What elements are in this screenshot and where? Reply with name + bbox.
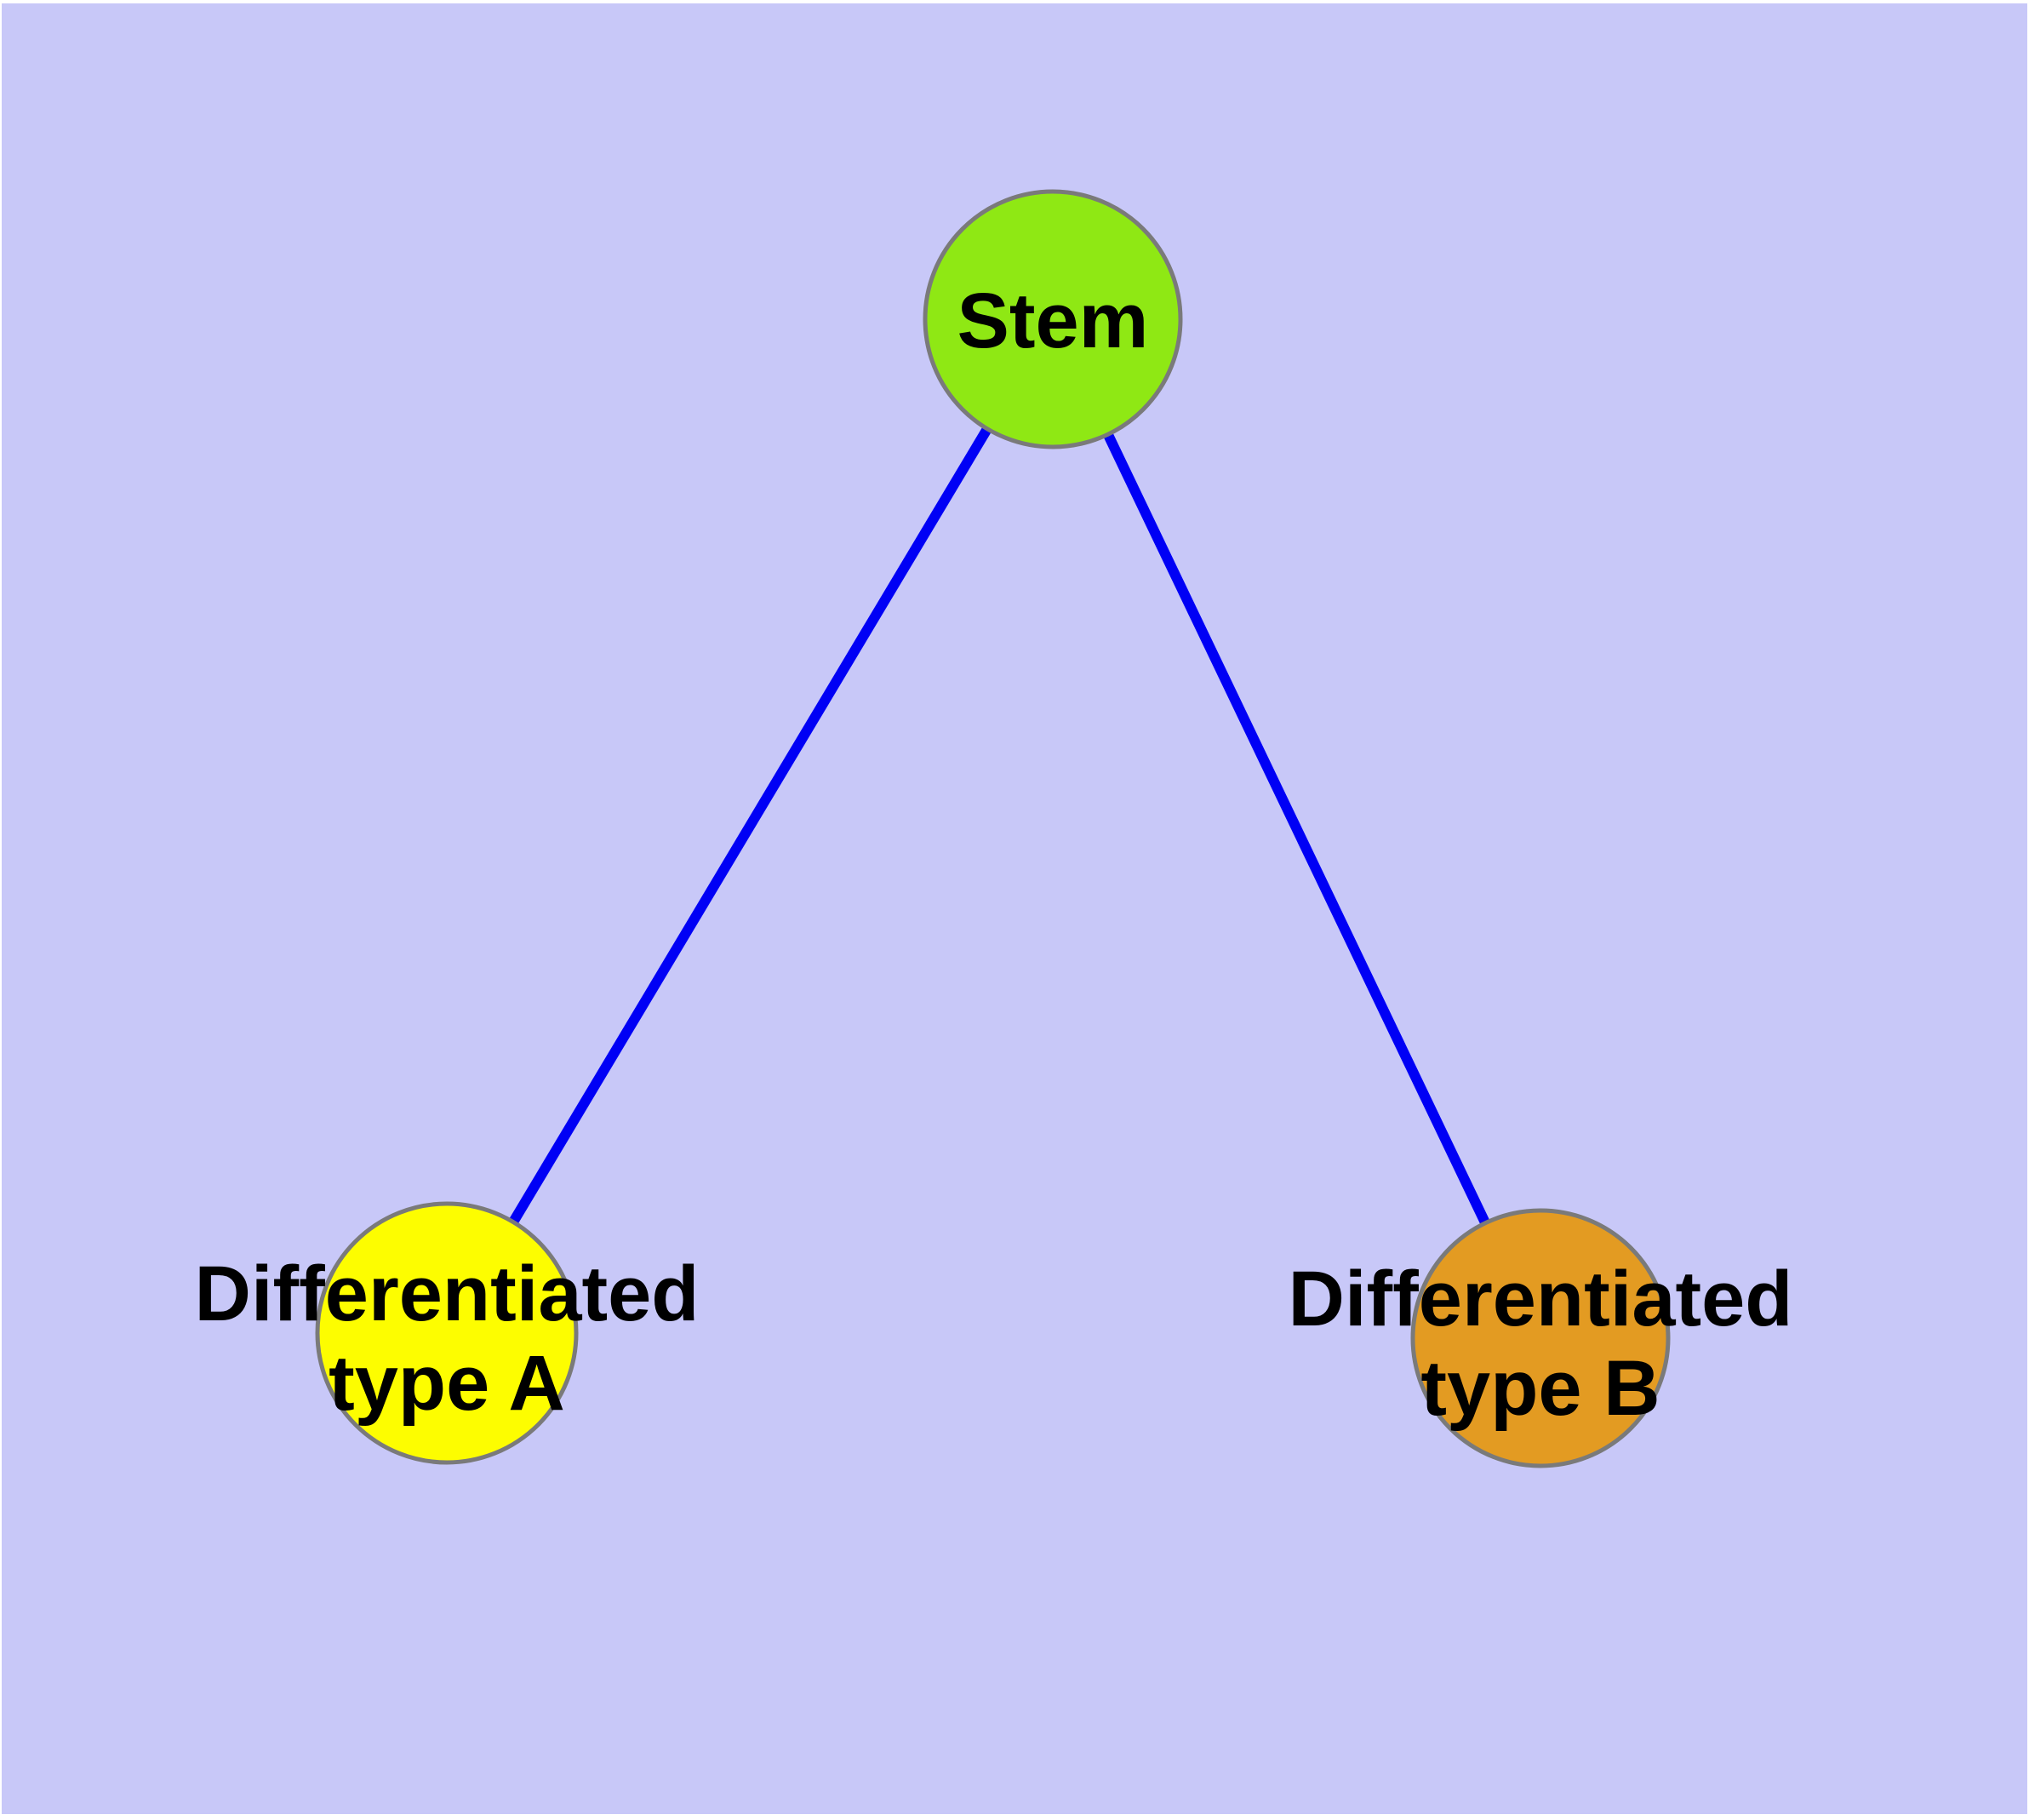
node-stem-label: Stem xyxy=(957,278,1149,364)
node-type-a-label-line1: Differentiated xyxy=(195,1251,700,1337)
node-type-b-label-line1: Differentiated xyxy=(1289,1256,1793,1342)
node-type-b-circle xyxy=(1410,1208,1671,1468)
node-type-a-label-line2: type A xyxy=(329,1340,565,1427)
node-stem-circle xyxy=(923,189,1183,449)
node-type-b-label-line2: type B xyxy=(1420,1345,1660,1432)
node-type-a-circle xyxy=(315,1201,579,1465)
edge-stem-to-type-b xyxy=(1048,317,1546,1341)
edge-stem-to-type-a xyxy=(442,316,1058,1336)
